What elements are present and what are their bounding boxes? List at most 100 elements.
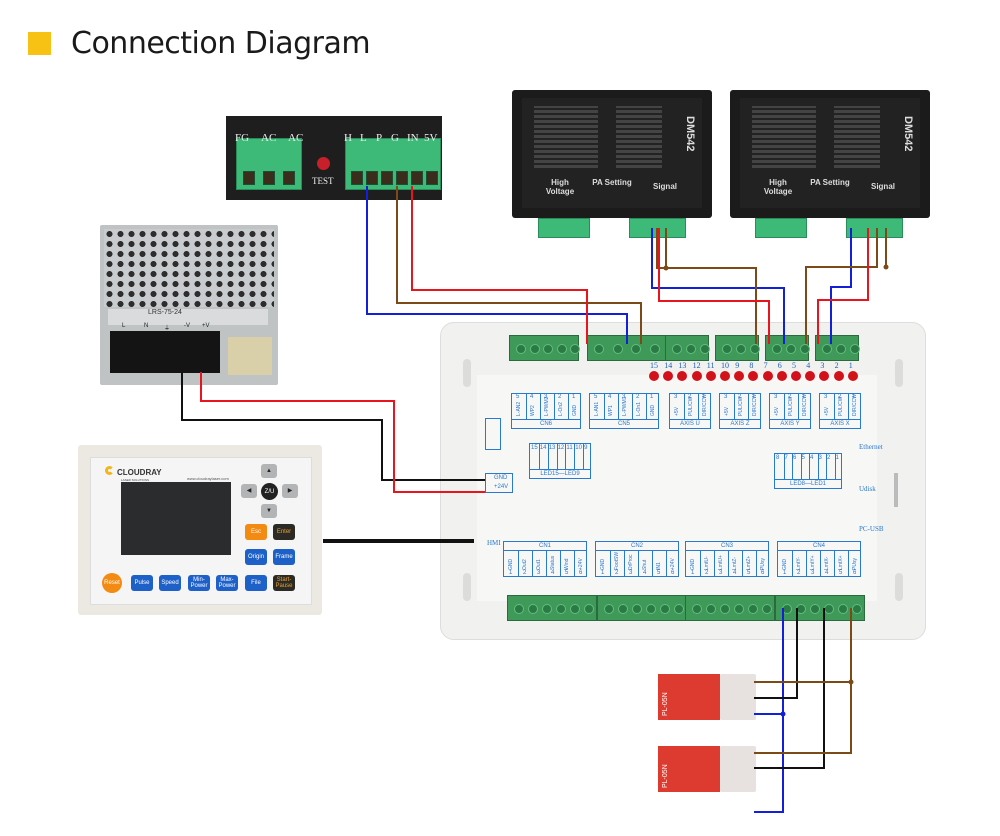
wire-red xyxy=(658,228,770,344)
hmi-port-label: HMI xyxy=(487,539,501,547)
psu-label-plate: LRS-75-24 xyxy=(108,309,268,325)
speed-button[interactable]: Speed xyxy=(159,575,181,591)
pin-number: 4 xyxy=(530,394,534,400)
max-power-button[interactable]: Max-Power xyxy=(216,575,238,591)
led-number: 1 xyxy=(848,361,853,370)
section-label: PA Setting xyxy=(592,178,632,187)
pin-number: 2 xyxy=(688,394,692,400)
section-label: PA Setting xyxy=(810,178,850,187)
top-terminal-connector[interactable] xyxy=(509,335,580,361)
pin-label: GND xyxy=(494,475,508,481)
status-led xyxy=(663,371,674,381)
pin-number: 3 xyxy=(774,394,778,400)
led-index: 2 xyxy=(827,455,831,461)
led-index: 1 xyxy=(835,455,839,461)
driver-2-signal-terminal xyxy=(846,218,903,238)
test-button[interactable] xyxy=(317,157,330,170)
pin-number: 1 xyxy=(702,394,706,400)
min-power-button[interactable]: Min-Power xyxy=(188,575,210,591)
led-index: 8 xyxy=(776,455,780,461)
led-index: 12 xyxy=(557,445,565,451)
udisk-port[interactable] xyxy=(894,473,898,507)
pin-number: 1 xyxy=(752,394,756,400)
pin-number: 3 xyxy=(629,570,633,576)
zu-button[interactable]: Z/U xyxy=(261,483,278,500)
driver-2-power-terminal xyxy=(755,218,807,238)
section-label: Signal xyxy=(870,182,895,191)
status-led xyxy=(762,371,773,381)
bottom-terminal-connector[interactable] xyxy=(507,595,597,621)
bottom-terminal-connector[interactable] xyxy=(685,595,775,621)
esc-button[interactable]: Esc xyxy=(245,524,267,540)
pin-number: 1 xyxy=(509,570,513,576)
led-number: 7 xyxy=(763,361,768,370)
pin-number: 1 xyxy=(852,394,856,400)
pin-number: 3 xyxy=(544,394,548,400)
top-terminal-connector[interactable] xyxy=(665,335,710,361)
frame-button[interactable]: Frame xyxy=(273,549,295,565)
pin-number: 3 xyxy=(824,394,828,400)
status-led xyxy=(649,371,659,381)
pin-number: 2 xyxy=(738,394,742,400)
block-caption: AXIS Z xyxy=(720,419,760,428)
start-pause-button[interactable]: Start-Pause xyxy=(273,575,295,591)
wire-junction xyxy=(663,265,669,271)
led-number: 12 xyxy=(692,361,701,370)
top-terminal-connector[interactable] xyxy=(715,335,760,361)
status-led xyxy=(791,371,801,381)
led-number: 13 xyxy=(678,361,687,370)
status-led xyxy=(833,371,844,381)
reset-button[interactable]: Reset xyxy=(102,573,122,593)
block-caption: CN1 xyxy=(504,542,586,551)
led-index: 13 xyxy=(548,445,556,451)
terminal-label: G xyxy=(391,132,399,144)
limit-sensor-1: PL-05N xyxy=(658,674,756,720)
pin-number: 4 xyxy=(608,394,612,400)
origin-button[interactable]: Origin xyxy=(245,549,267,565)
top-terminal-connector[interactable] xyxy=(815,335,860,361)
test-label: TEST xyxy=(312,176,334,186)
pin-number: 6 xyxy=(761,570,765,576)
block-caption: AXIS Y xyxy=(770,419,810,428)
block-caption: CN5 xyxy=(590,419,658,428)
pin-number: 1 xyxy=(650,394,654,400)
down-arrow-button[interactable]: ▼ xyxy=(261,504,277,518)
pin-number: 5 xyxy=(565,570,569,576)
pin-number: 1 xyxy=(572,394,576,400)
left-arrow-button[interactable]: ◀ xyxy=(241,484,257,498)
block-caption: CN3 xyxy=(686,542,768,551)
enter-button[interactable]: Enter xyxy=(273,524,295,540)
block-caption: LED8—LED1 xyxy=(775,479,841,488)
pin-number: 3 xyxy=(811,570,815,576)
section-label: High Voltage xyxy=(545,178,575,196)
pin-number: 2 xyxy=(523,570,527,576)
pulse-button[interactable]: Pulse xyxy=(131,575,153,591)
psu-terminal-label: ⏚ xyxy=(164,326,171,332)
top-terminal-connector[interactable] xyxy=(765,335,810,361)
status-led xyxy=(677,371,688,381)
wire-brown xyxy=(805,228,878,344)
status-led xyxy=(748,371,759,381)
pin-number: 6 xyxy=(671,570,675,576)
up-arrow-button[interactable]: ▲ xyxy=(261,464,277,478)
pin-number: 6 xyxy=(579,570,583,576)
led-number: 6 xyxy=(777,361,782,370)
file-button[interactable]: File xyxy=(245,575,267,591)
wire-junction xyxy=(883,264,889,270)
led-index: 4 xyxy=(810,455,814,461)
terminal-label: L xyxy=(360,132,367,144)
led-index: 6 xyxy=(793,455,797,461)
ac-terminal-block xyxy=(236,138,302,190)
psu-terminal-block xyxy=(110,331,220,373)
status-led xyxy=(734,371,745,381)
driver-1-power-terminal xyxy=(538,218,590,238)
bottom-terminal-connector[interactable] xyxy=(597,595,687,621)
right-arrow-button[interactable]: ▶ xyxy=(282,484,298,498)
pc-usb-port-label: PC-USB xyxy=(859,525,884,533)
led-index: 9 xyxy=(584,445,588,451)
led-index: 5 xyxy=(801,455,805,461)
led-number: 11 xyxy=(706,361,715,370)
